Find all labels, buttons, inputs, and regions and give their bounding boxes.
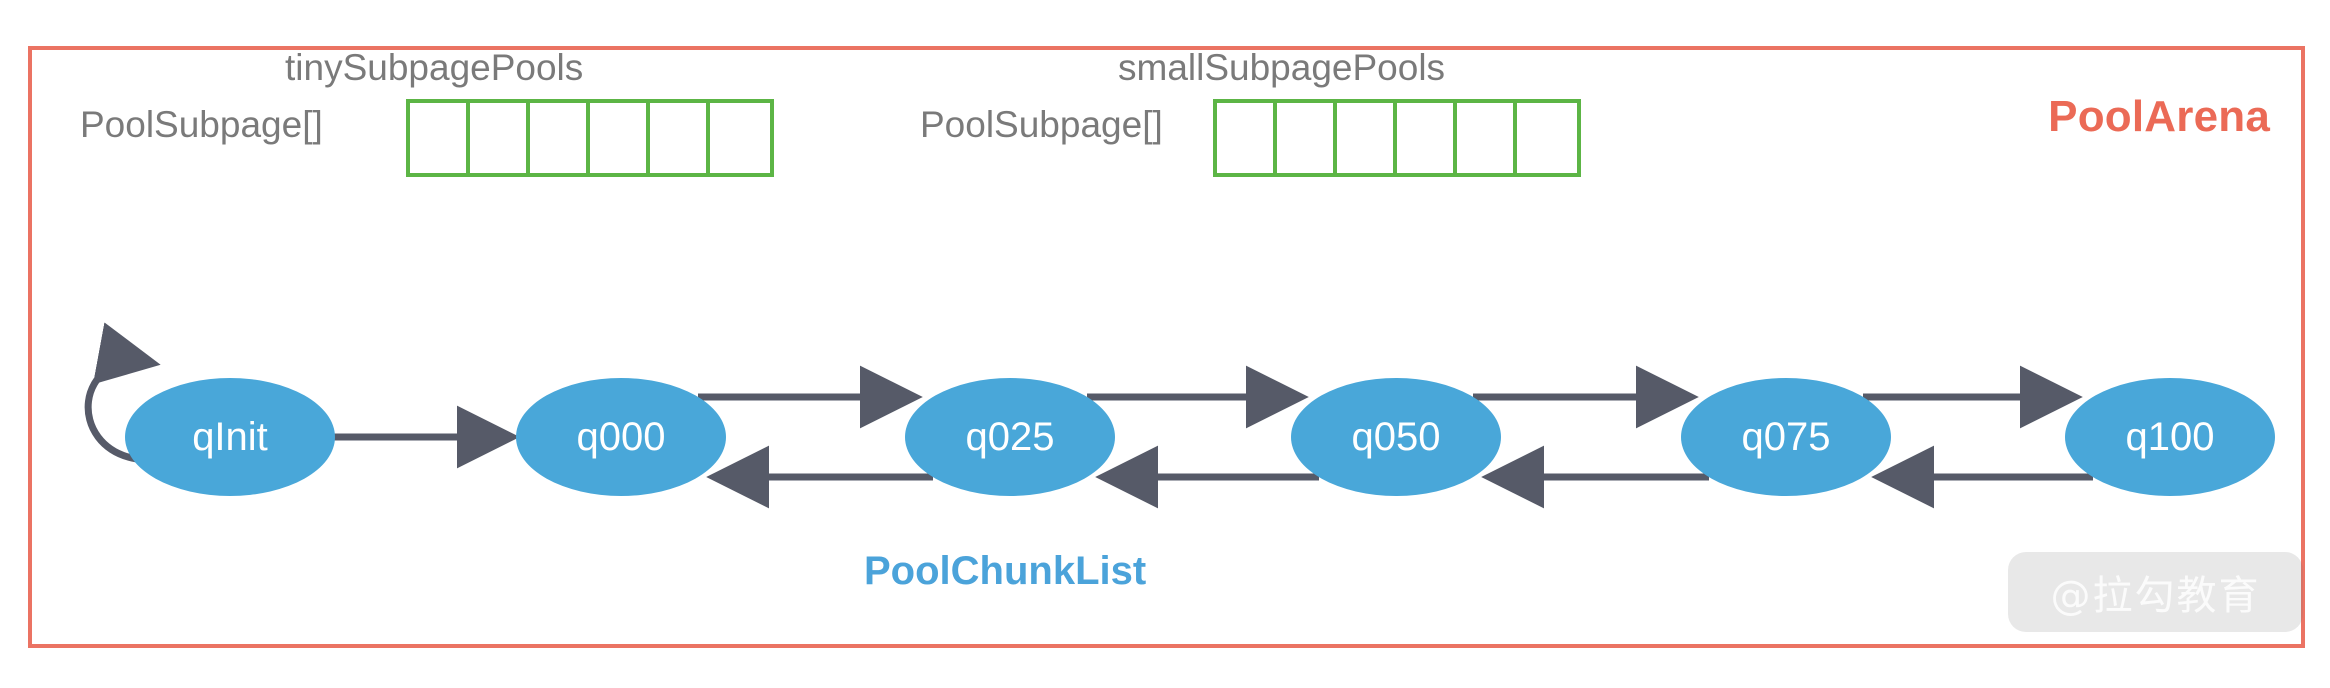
small-subpage-pools-type-label: PoolSubpage[]: [920, 104, 1163, 145]
chunk-node-label: q000: [576, 414, 666, 459]
pool-array-cell: [1217, 103, 1277, 173]
pool-array-cell: [1517, 103, 1577, 173]
pool-array-cell: [1337, 103, 1397, 173]
pool-array-cell: [1277, 103, 1337, 173]
small-subpage-pools-array: [1213, 99, 1581, 177]
chunk-node-label: q025: [965, 414, 1055, 459]
pool-array-cell: [710, 103, 770, 173]
pool-array-cell: [1457, 103, 1517, 173]
chunk-node-label: q075: [1741, 414, 1831, 459]
pool-array-cell: [470, 103, 530, 173]
tiny-subpage-pools-type-label: PoolSubpage[]: [80, 104, 323, 145]
chunk-node-q075[interactable]: q075: [1681, 378, 1891, 496]
pool-array-cell: [650, 103, 710, 173]
pool-array-cell: [1397, 103, 1457, 173]
chunk-node-label: q050: [1351, 414, 1441, 459]
watermark: @拉勾教育: [2008, 552, 2303, 632]
chunk-node-q025[interactable]: q025: [905, 378, 1115, 496]
chunk-node-label: qInit: [192, 414, 268, 459]
chunk-node-label: q100: [2125, 414, 2215, 459]
watermark-text: @拉勾教育: [2050, 573, 2261, 619]
pool-array-cell: [530, 103, 590, 173]
tiny-subpage-pools-array: [406, 99, 774, 177]
pool-arena-frame: [28, 46, 2305, 648]
chunk-node-q050[interactable]: q050: [1291, 378, 1501, 496]
pool-chunk-list-title: PoolChunkList: [864, 549, 1147, 593]
pool-array-cell: [590, 103, 650, 173]
chunk-node-qinit[interactable]: qInit: [125, 378, 335, 496]
chunk-node-q100[interactable]: q100: [2065, 378, 2275, 496]
small-subpage-pools-caption: smallSubpagePools: [1118, 47, 1446, 88]
pool-array-cell: [410, 103, 470, 173]
pool-arena-title: PoolArena: [2048, 92, 2270, 141]
chunk-node-q000[interactable]: q000: [516, 378, 726, 496]
tiny-subpage-pools-caption: tinySubpagePools: [285, 47, 584, 88]
